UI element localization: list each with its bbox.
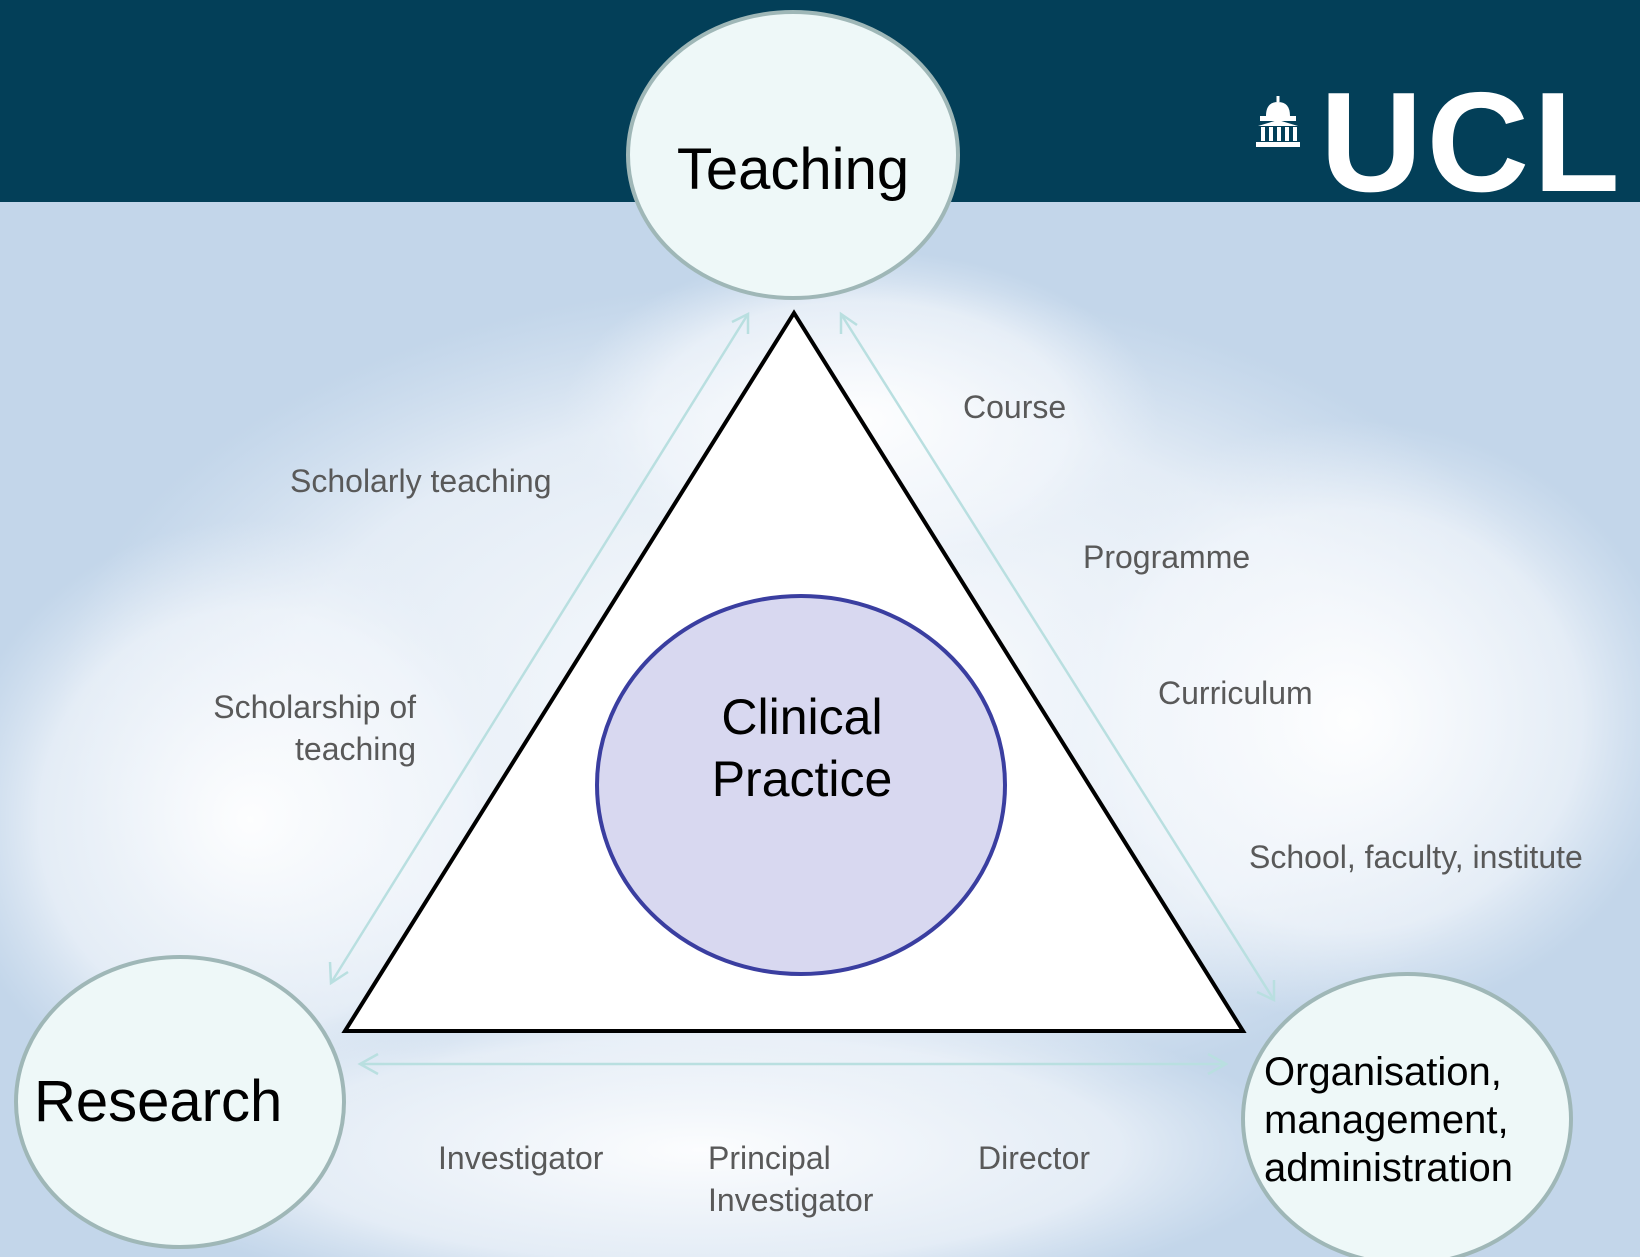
- label-course: Course: [963, 389, 1067, 425]
- relationship-arrows: [328, 311, 1276, 1076]
- scholarship-line-1: Scholarship of: [213, 689, 416, 725]
- ucl-logo: UCL: [1252, 88, 1624, 198]
- clinical-practice-label: Clinical Practice: [602, 686, 1002, 810]
- organisation-line-1: Organisation,: [1264, 1050, 1502, 1094]
- label-school-faculty-institute: School, faculty, institute: [1249, 839, 1583, 875]
- research-label: Research: [34, 1069, 283, 1134]
- clinical-practice-node: [595, 594, 1007, 976]
- clinical-line-2: Practice: [711, 751, 893, 807]
- label-programme: Programme: [1083, 539, 1251, 575]
- label-director: Director: [978, 1140, 1091, 1176]
- clinical-line-1: Clinical: [721, 689, 883, 745]
- label-principal-investigator: Principal Investigator: [708, 1137, 873, 1221]
- label-investigator: Investigator: [438, 1140, 604, 1176]
- teaching-node: [626, 10, 960, 300]
- organisation-node: [1241, 972, 1573, 1257]
- arrow-teaching-research: [329, 313, 750, 984]
- label-curriculum: Curriculum: [1158, 675, 1313, 711]
- organisation-line-2: management,: [1264, 1098, 1509, 1142]
- principal-line-1: Principal: [708, 1140, 831, 1176]
- organisation-line-3: administration: [1264, 1146, 1514, 1190]
- portico-icon: [1256, 96, 1300, 147]
- logo-text: UCL: [1320, 88, 1624, 198]
- research-node: [14, 955, 346, 1249]
- organisation-label: Organisation, management, administration: [1264, 1048, 1524, 1192]
- arrow-teaching-organisation: [839, 313, 1276, 1001]
- label-scholarship-of-teaching: Scholarship of teaching: [150, 686, 416, 770]
- label-scholarly-teaching: Scholarly teaching: [290, 463, 552, 499]
- principal-line-2: Investigator: [708, 1182, 874, 1218]
- teaching-label: Teaching: [676, 137, 910, 202]
- scholarship-line-2: teaching: [295, 731, 416, 767]
